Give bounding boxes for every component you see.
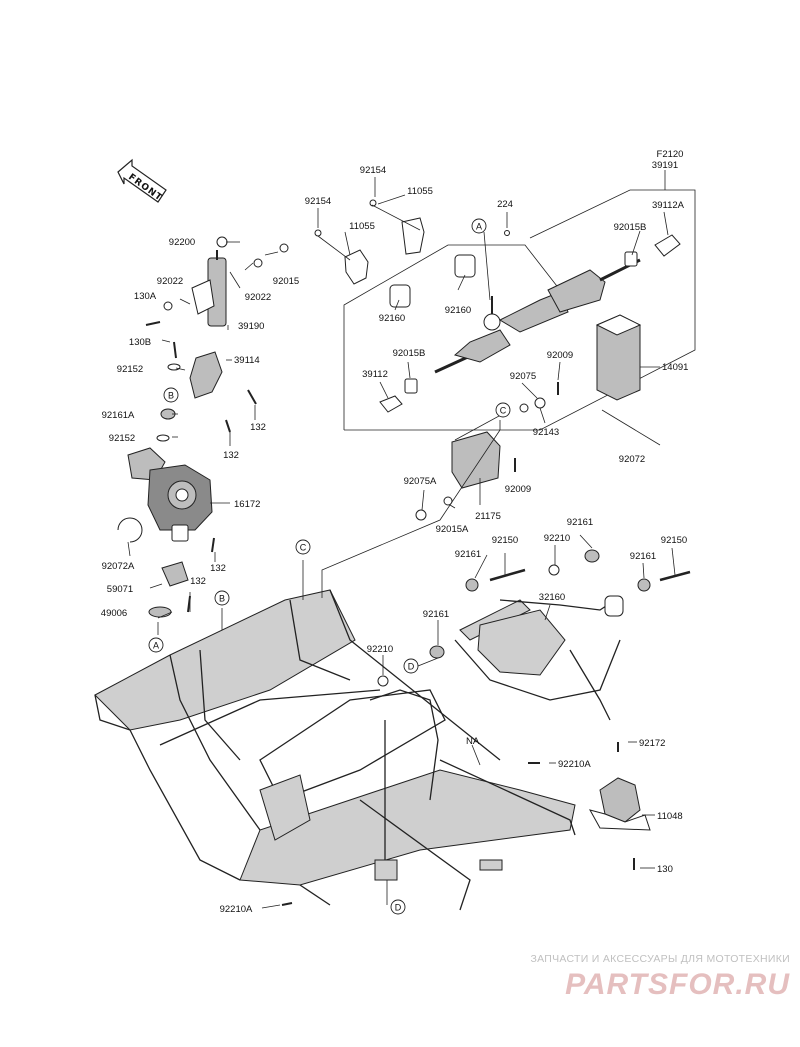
part-label: 132	[190, 576, 206, 587]
ref-marker-a-top: A	[471, 218, 487, 234]
ref-marker-d-frame: D	[390, 899, 406, 915]
part-label: 39112	[362, 369, 388, 380]
svg-text:A: A	[476, 222, 482, 232]
part-label: 39191	[652, 160, 678, 171]
ref-marker-d-arm: D	[403, 658, 419, 674]
watermark-brand: PARTSFOR.RU	[565, 968, 790, 1001]
part-label: 132	[250, 422, 266, 433]
part-label: 92150	[492, 535, 518, 546]
steering-rack	[379, 234, 681, 413]
part-label: 11055	[349, 221, 375, 232]
part-label: 132	[210, 563, 226, 574]
part-label: 92160	[445, 305, 471, 316]
part-label: 92161	[423, 609, 449, 620]
svg-text:B: B	[168, 391, 174, 401]
part-label: 92152	[109, 433, 135, 444]
part-label: 92210	[544, 533, 570, 544]
ref-marker-na: NA	[466, 736, 480, 747]
part-label: 92161	[455, 549, 481, 560]
vehicle-frame	[94, 589, 576, 911]
small-parts-center	[415, 382, 559, 521]
watermark: ЗАПЧАСТИ И АКСЕССУАРЫ ДЛЯ МОТОТЕХНИКИ PA…	[530, 953, 790, 1001]
part-label: 92015B	[393, 348, 426, 359]
svg-text:C: C	[500, 406, 507, 416]
power-steering-unit	[117, 447, 215, 618]
part-label: 39190	[238, 321, 264, 332]
part-label: 92015B	[614, 222, 647, 233]
lower-arm-assembly	[377, 549, 691, 721]
part-label: 92161A	[102, 410, 135, 421]
part-labels: F2120 39191 92154 11055 92154 11055 224 …	[101, 149, 689, 915]
ref-marker-c-frame: C	[295, 539, 311, 555]
part-label: 39114	[234, 355, 260, 366]
part-label: 92075A	[404, 476, 437, 487]
ref-marker-a-bottom: A	[148, 637, 164, 653]
part-label: 92075	[510, 371, 536, 382]
watermark-caption: ЗАПЧАСТИ И АКСЕССУАРЫ ДЛЯ МОТОТЕХНИКИ	[530, 953, 790, 965]
part-label: 130A	[134, 291, 157, 302]
part-label: 39112A	[652, 200, 685, 211]
rack-group-outline-right	[344, 189, 696, 431]
part-label: 130	[657, 864, 673, 875]
part-label: 92022	[245, 292, 271, 303]
rack-mount-parts	[314, 199, 510, 308]
part-label: 130B	[129, 337, 151, 348]
part-label: 92200	[169, 237, 195, 248]
part-label: 92210A	[220, 904, 253, 915]
svg-text:D: D	[408, 662, 415, 672]
ref-marker-b-column: B	[163, 387, 179, 403]
part-label: 224	[497, 199, 513, 210]
part-label: F2120	[657, 149, 684, 160]
part-label: 92210	[367, 644, 393, 655]
reference-markers: A C B C B A D D NA	[148, 218, 511, 915]
part-label: 92015A	[436, 524, 469, 535]
part-label: 16172	[234, 499, 260, 510]
part-label: 92161	[567, 517, 593, 528]
svg-text:A: A	[153, 641, 159, 651]
part-label: 92210A	[558, 759, 591, 770]
part-label: 92072A	[102, 561, 135, 572]
svg-text:C: C	[300, 543, 307, 553]
part-label: 32160	[539, 592, 565, 603]
part-label: 92022	[157, 276, 183, 287]
part-label: 92154	[360, 165, 386, 176]
part-label: 92009	[547, 350, 573, 361]
bracket-11048	[281, 742, 651, 906]
part-label: 21175	[475, 511, 501, 522]
part-label: 92143	[533, 427, 559, 438]
part-label: 132	[223, 450, 239, 461]
cover-14091	[595, 314, 661, 446]
part-label: 92015	[273, 276, 299, 287]
part-label: 11048	[657, 811, 683, 822]
steering-column	[145, 236, 289, 442]
part-label: 92072	[619, 454, 645, 465]
part-label: 92154	[305, 196, 331, 207]
svg-text:D: D	[395, 903, 402, 913]
rack-group-outline-left	[343, 244, 561, 430]
part-label: 92009	[505, 484, 531, 495]
ref-marker-c-right: C	[495, 402, 511, 418]
part-label: 14091	[662, 362, 688, 373]
part-label: 92161	[630, 551, 656, 562]
ref-marker-b-frame: B	[214, 590, 230, 606]
svg-text:B: B	[219, 594, 225, 604]
part-label: 59071	[107, 584, 133, 595]
part-label: 49006	[101, 608, 127, 619]
leader-lines	[127, 177, 676, 909]
part-label: 92172	[639, 738, 665, 749]
part-label: 11055	[407, 186, 433, 197]
part-label: 92150	[661, 535, 687, 546]
part-label: 92160	[379, 313, 405, 324]
part-label: 92152	[117, 364, 143, 375]
front-arrow-icon: FRONT	[117, 158, 167, 204]
